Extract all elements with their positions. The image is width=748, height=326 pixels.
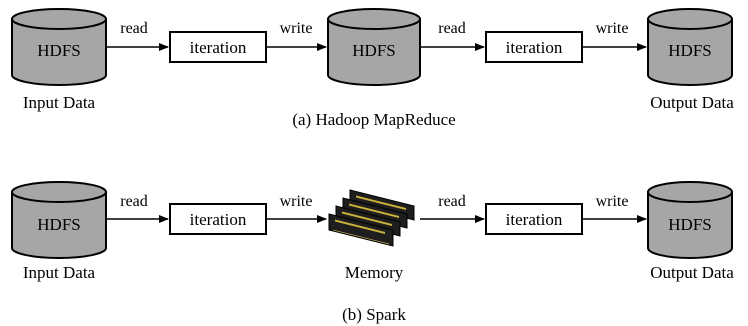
hadoop-output-hdfs-cylinder: HDFS <box>647 8 733 86</box>
hadoop-caption: (a) Hadoop MapReduce <box>292 110 455 129</box>
hadoop-input-hdfs-cylinder: HDFS <box>11 8 107 86</box>
spark-output-data-caption: Output Data <box>650 263 734 282</box>
ram-modules-icon <box>328 189 415 247</box>
hadoop-iteration-label-2: iteration <box>506 38 563 57</box>
hadoop-read-label-2: read <box>438 20 466 37</box>
hadoop-write-label-1: write <box>280 20 313 37</box>
spark-caption: (b) Spark <box>342 305 406 324</box>
spark-output-hdfs-label: HDFS <box>668 215 711 234</box>
spark-iteration-box-1 <box>169 203 267 235</box>
spark-diagram: HDFS Input Data read iteration write <box>11 181 734 324</box>
spark-read-label-1: read <box>120 193 148 210</box>
hadoop-intermediate-hdfs-cylinder: HDFS <box>327 8 421 86</box>
hadoop-output-hdfs-label: HDFS <box>668 41 711 60</box>
hadoop-input-data-caption: Input Data <box>23 93 96 112</box>
hadoop-mapreduce-diagram: HDFS Input Data read iteration write HDF… <box>11 8 734 129</box>
spark-input-hdfs-label: HDFS <box>37 215 80 234</box>
hadoop-read-label-1: read <box>120 20 148 37</box>
spark-input-hdfs-cylinder: HDFS <box>11 181 107 259</box>
spark-read-label-2: read <box>438 193 466 210</box>
spark-output-hdfs-cylinder: HDFS <box>647 181 733 259</box>
hadoop-write-label-2: write <box>596 20 629 37</box>
hadoop-input-hdfs-label: HDFS <box>37 41 80 60</box>
hadoop-intermediate-hdfs-label: HDFS <box>352 41 395 60</box>
spark-write-label-1: write <box>280 193 313 210</box>
spark-write-label-2: write <box>596 193 629 210</box>
spark-memory-caption: Memory <box>345 263 404 282</box>
hadoop-output-data-caption: Output Data <box>650 93 734 112</box>
spark-iteration-label-1: iteration <box>190 210 247 229</box>
hadoop-iteration-label-1: iteration <box>190 38 247 57</box>
spark-iteration-label-2: iteration <box>506 210 563 229</box>
hadoop-iteration-box-2 <box>485 31 583 63</box>
spark-input-data-caption: Input Data <box>23 263 96 282</box>
